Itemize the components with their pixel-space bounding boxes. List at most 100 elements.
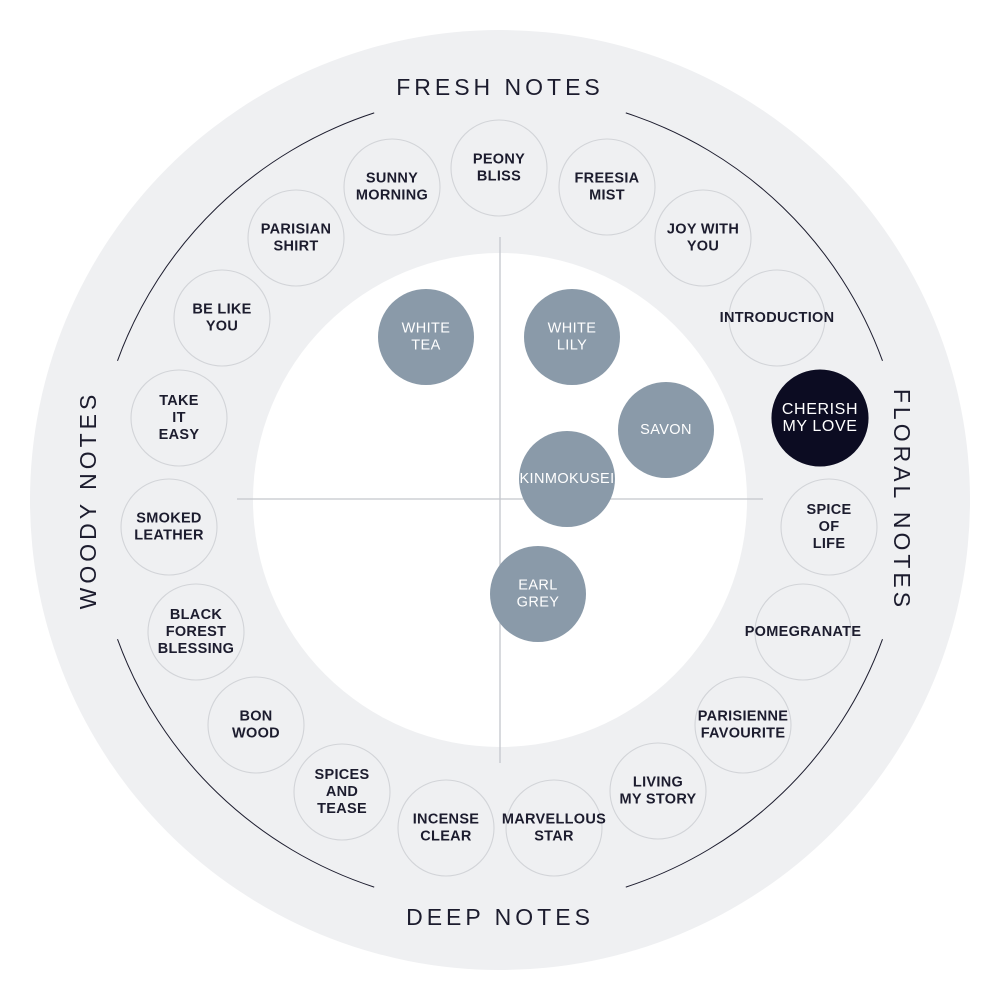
scent-circle	[609, 742, 707, 840]
scent-label-line: YOU	[687, 239, 719, 255]
scent-label-line: STAR	[534, 829, 574, 845]
scent-label-line: PARISIENNE	[698, 709, 789, 725]
scent-label-line: MORNING	[356, 188, 428, 204]
scent-circle	[397, 779, 495, 877]
scent-circle	[490, 546, 586, 642]
scent-circle	[173, 269, 271, 367]
scent-circle	[728, 269, 826, 367]
scent-circle	[558, 138, 656, 236]
scent-circle	[247, 189, 345, 287]
scent-label-line: GREY	[517, 595, 560, 611]
label-floral-notes: FLORAL NOTES	[889, 389, 915, 611]
scent-circle	[519, 431, 615, 527]
arc-floral-deep	[625, 639, 883, 888]
scent-label-line: BLESSING	[158, 641, 235, 657]
scent-label-line: IT	[172, 410, 186, 426]
scent-label-line: WOOD	[232, 726, 280, 742]
scent-circle	[654, 189, 752, 287]
scent-label-line: YOU	[206, 319, 238, 335]
scent-label-line: WHITE	[402, 321, 451, 337]
label-deep-notes: DEEP NOTES	[406, 904, 594, 930]
scent-label-line: SPICE	[806, 502, 851, 518]
scent-label-line: SHIRT	[274, 239, 319, 255]
scent-label-line: PARISIAN	[261, 222, 332, 238]
scent-circle	[293, 743, 391, 841]
scent-label-line: SPICES	[315, 767, 370, 783]
scent-savon[interactable]: SAVON	[618, 382, 714, 478]
scent-label-line: BLACK	[170, 607, 222, 623]
scent-circle	[694, 676, 792, 774]
scent-label-line: TEA	[411, 338, 440, 354]
scent-label-line: CLEAR	[420, 829, 472, 845]
scent-circle	[120, 478, 218, 576]
label-woody-notes: WOODY NOTES	[75, 391, 101, 610]
scent-circle	[147, 583, 245, 681]
scent-label-line: FOREST	[166, 624, 227, 640]
scent-circle	[450, 119, 548, 217]
scent-label-line: LEATHER	[134, 528, 204, 544]
scent-label-line: JOY WITH	[667, 222, 739, 238]
scent-label-line: KINMOKUSEI	[519, 471, 614, 487]
scent-circle	[618, 382, 714, 478]
scent-label-line: BON	[239, 709, 272, 725]
scent-label-line: BLISS	[477, 169, 521, 185]
scent-introduction[interactable]: INTRODUCTION	[720, 269, 835, 367]
ring-arcs	[117, 112, 883, 888]
scent-label-line: BE LIKE	[192, 302, 251, 318]
scent-label-line: INCENSE	[413, 812, 480, 828]
arc-woody-fresh	[117, 112, 375, 361]
scent-label-line: TEASE	[317, 801, 367, 817]
scent-circle	[754, 583, 852, 681]
scent-label-line: SAVON	[640, 422, 692, 438]
scent-circle	[130, 369, 228, 467]
scent-circle	[505, 779, 603, 877]
scent-label-line: WHITE	[548, 321, 597, 337]
scent-circle	[207, 676, 305, 774]
scent-circle	[780, 478, 878, 576]
arc-fresh-floral	[625, 112, 883, 361]
scent-circle	[771, 369, 869, 467]
scent-label-line: OF	[819, 519, 840, 535]
scent-label-line: PEONY	[473, 152, 525, 168]
scent-label-line: EASY	[159, 427, 200, 443]
scent-label-line: MY STORY	[619, 792, 696, 808]
scent-label-line: LILY	[557, 338, 587, 354]
scent-label-line: LIFE	[813, 536, 846, 552]
scent-circle	[343, 138, 441, 236]
scent-kinmokusei[interactable]: KINMOKUSEI	[519, 431, 615, 527]
arc-deep-woody	[117, 639, 375, 888]
scent-circle	[378, 289, 474, 385]
label-fresh-notes: FRESH NOTES	[396, 74, 604, 100]
scent-label-line: CHERISH	[782, 401, 858, 418]
scent-circle	[524, 289, 620, 385]
scent-label-line: MIST	[589, 188, 625, 204]
scent-label-line: FREESIA	[575, 171, 640, 187]
scent-label-line: SMOKED	[136, 511, 201, 527]
scent-label-line: EARL	[518, 578, 557, 594]
scent-label-line: MARVELLOUS	[502, 812, 606, 828]
scent-pomegranate[interactable]: POMEGRANATE	[745, 583, 862, 681]
scent-label-line: POMEGRANATE	[745, 624, 862, 640]
